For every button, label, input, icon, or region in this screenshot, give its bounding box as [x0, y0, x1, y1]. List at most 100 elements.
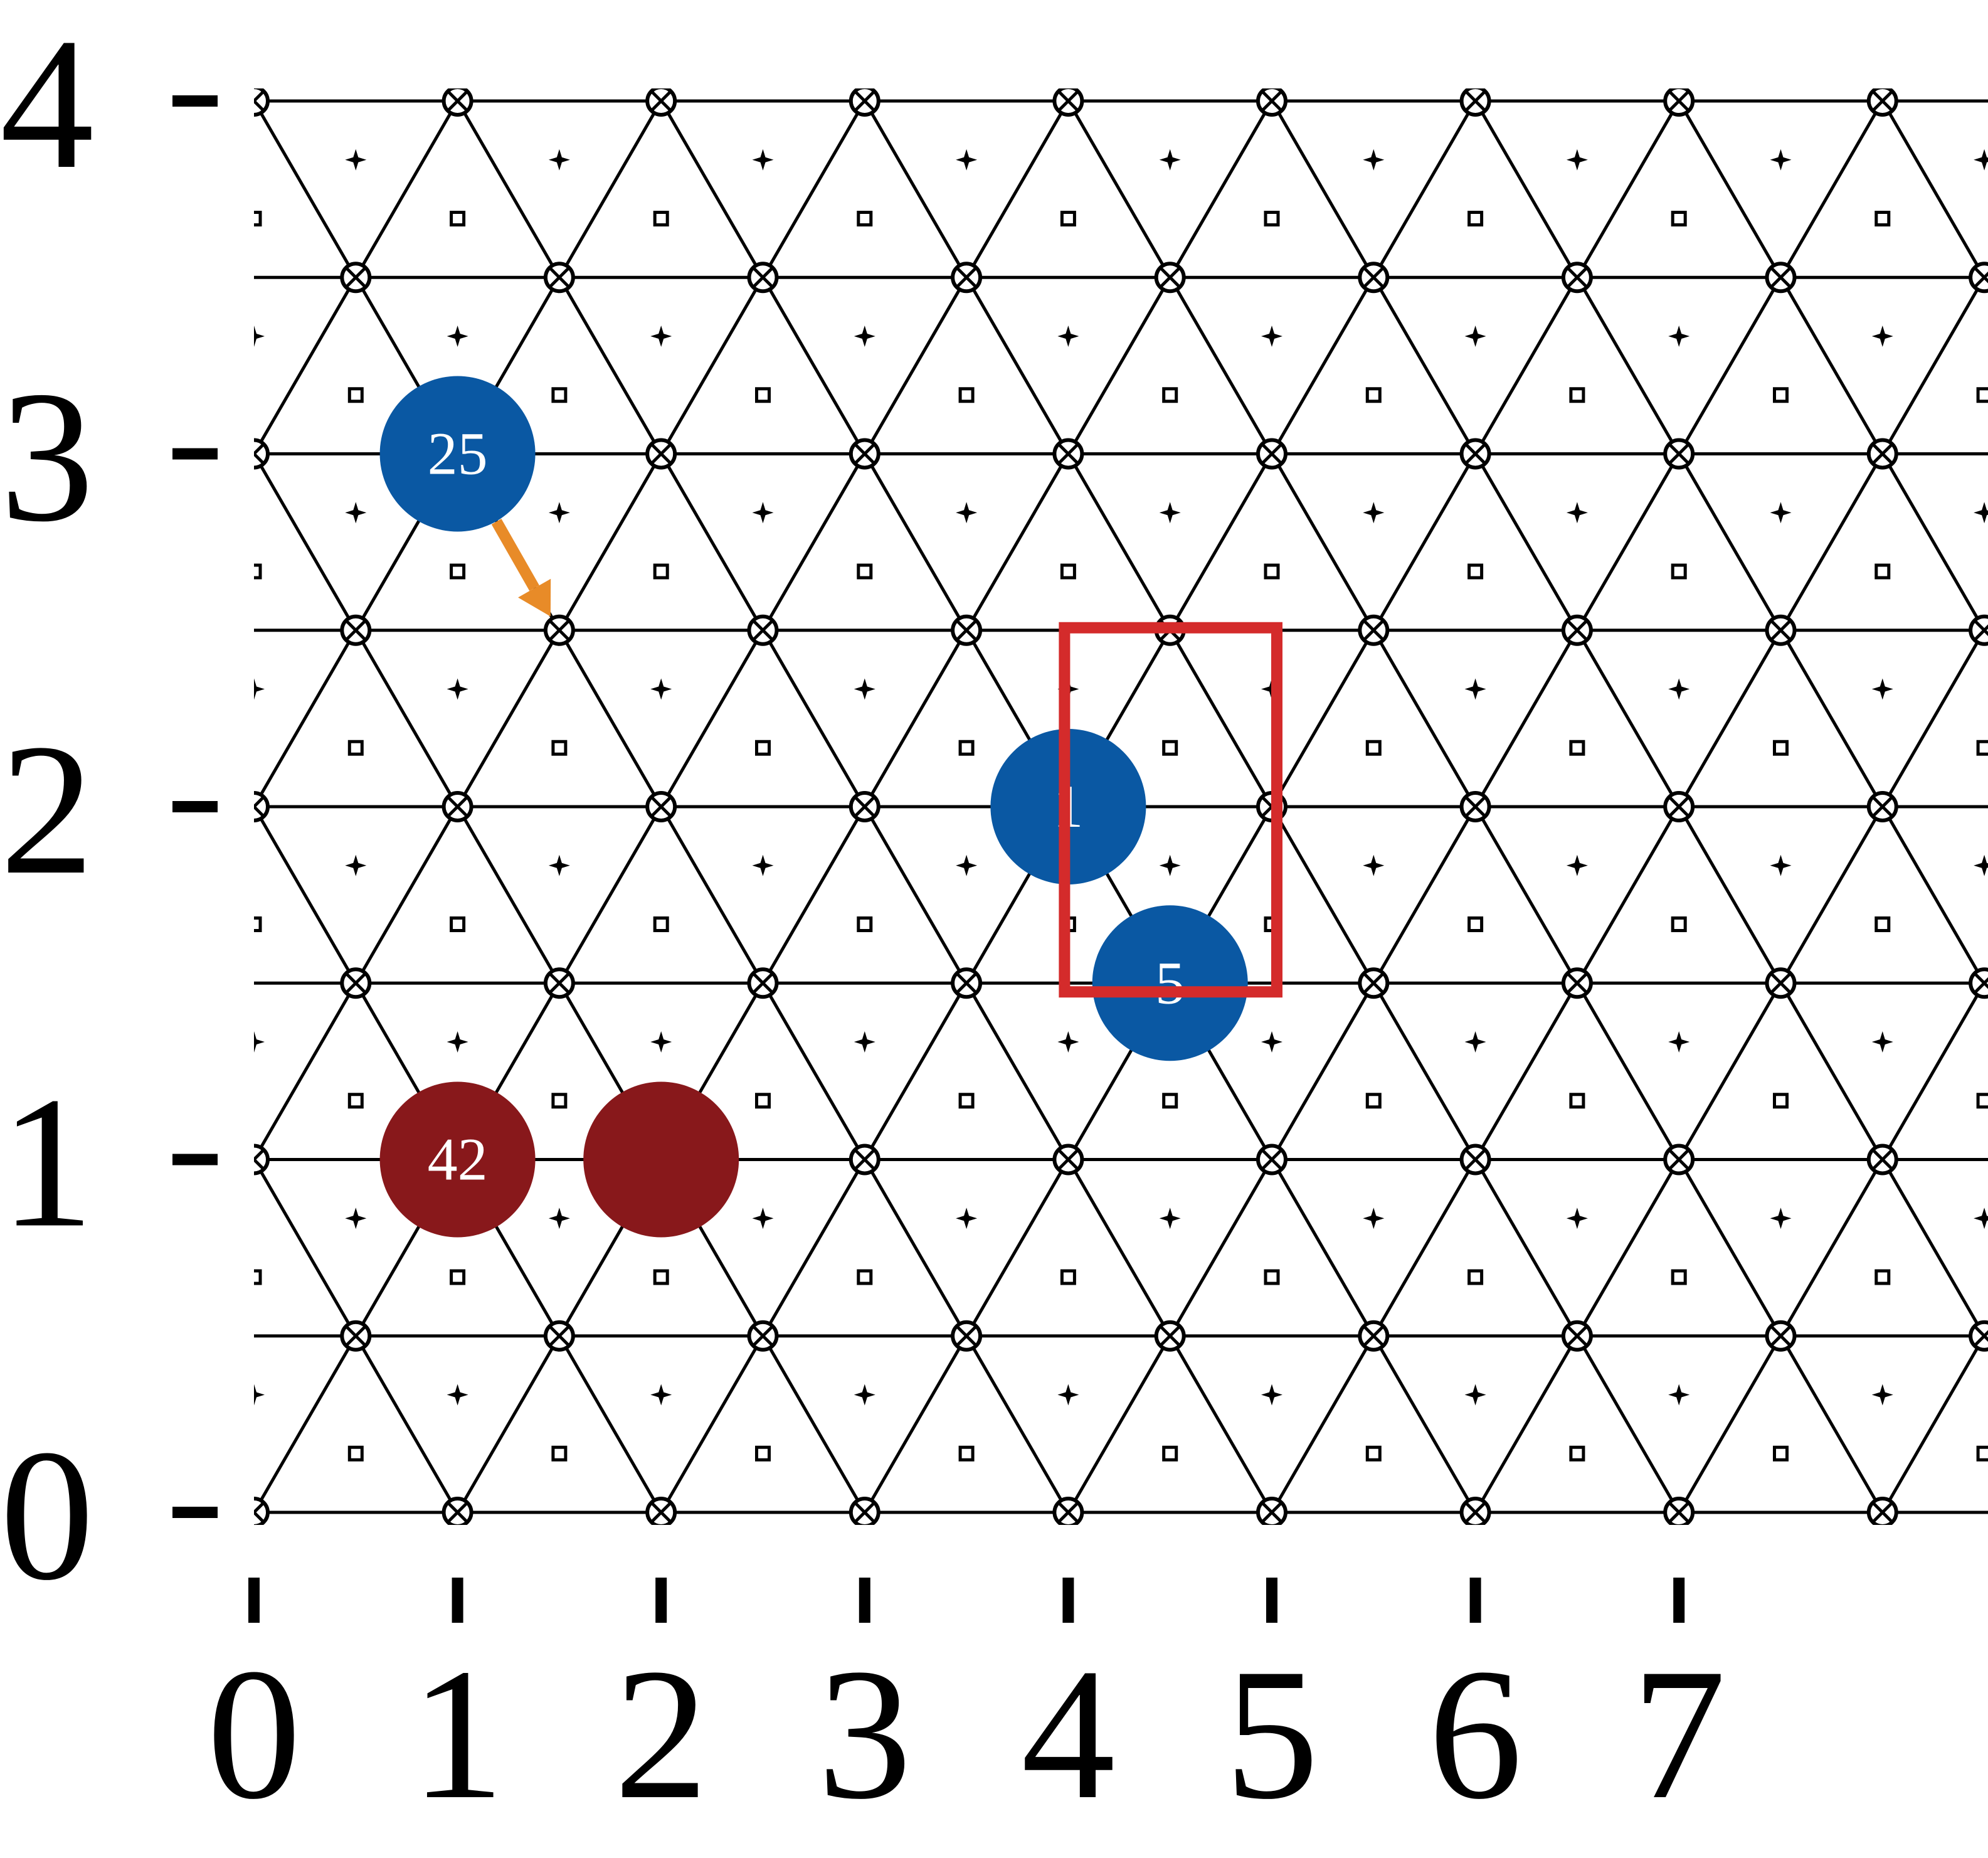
down-triangle-marker [1261, 1384, 1282, 1406]
lattice-vertex-marker [1765, 262, 1797, 294]
lattice-vertex-marker [1866, 438, 1898, 470]
up-triangle-marker [347, 740, 364, 756]
up-triangle-marker [1773, 740, 1789, 756]
down-triangle-marker [345, 1208, 367, 1229]
down-triangle-marker [548, 854, 570, 876]
up-triangle-marker [1467, 563, 1484, 580]
lattice-diagonal-line [254, 100, 459, 457]
down-triangle-marker [752, 149, 774, 171]
lattice-vertex-marker [1052, 1144, 1084, 1176]
lattice-vertex-marker [951, 262, 983, 294]
lattice-vertex-marker [1663, 1144, 1695, 1176]
lattice-vertex-marker [254, 1144, 270, 1176]
lattice-vertex-marker [1459, 1144, 1491, 1176]
lattice-diagonal-line [1678, 974, 1988, 1514]
lattice-vertex-marker [254, 88, 270, 117]
down-triangle-marker [548, 149, 570, 171]
down-triangle-marker [1464, 678, 1486, 700]
lattice-vertex-marker [645, 438, 677, 470]
lattice-vertex-marker [951, 967, 983, 999]
up-triangle-marker [450, 563, 466, 580]
highlight-box [1059, 622, 1283, 998]
up-triangle-marker [1162, 387, 1178, 403]
lattice-vertex-marker [1052, 88, 1084, 117]
lattice-vertex-marker [849, 438, 880, 470]
up-triangle-marker [1060, 1269, 1076, 1285]
up-triangle-marker [1874, 563, 1891, 580]
x-tick-mark [248, 1578, 260, 1623]
down-triangle-marker [1871, 1031, 1893, 1053]
lattice-vertex-marker [1561, 1320, 1593, 1352]
y-tick-label: 1 [0, 1058, 94, 1266]
lattice-vertex-marker [1256, 88, 1287, 117]
down-triangle-marker [345, 854, 367, 876]
lattice-vertex-marker [1459, 791, 1491, 822]
x-tick-mark [859, 1578, 870, 1623]
up-triangle-marker [1365, 387, 1382, 403]
lattice-vertex-marker [1358, 967, 1390, 999]
lattice-vertex-marker [441, 88, 473, 117]
lattice-vertex-marker [543, 614, 575, 646]
x-tick-mark [452, 1578, 463, 1623]
up-triangle-marker [857, 211, 873, 226]
down-triangle-marker [1566, 854, 1588, 876]
down-triangle-marker [752, 854, 774, 876]
down-triangle-marker [956, 1208, 978, 1229]
up-triangle-marker [1773, 387, 1789, 403]
up-triangle-marker [551, 1445, 568, 1462]
x-tick-mark [1062, 1578, 1074, 1623]
lattice-vertex-marker [1969, 967, 1988, 999]
down-triangle-marker [1464, 326, 1486, 347]
lattice-vertex-marker [1765, 614, 1797, 646]
down-triangle-marker [956, 854, 978, 876]
up-triangle-marker [1365, 1093, 1382, 1109]
up-triangle-marker [1569, 1093, 1585, 1109]
lattice-vertex-marker [441, 1497, 473, 1525]
lattice-vertex-marker [1256, 438, 1287, 470]
lattice-vertex-marker [951, 1320, 983, 1352]
up-triangle-marker [958, 1445, 975, 1462]
down-triangle-marker [1770, 1208, 1792, 1229]
particle-p5: 5 [1092, 905, 1248, 1061]
lattice-diagonal-line [1678, 100, 1988, 640]
lattice-vertex-marker [747, 614, 779, 646]
lattice-vertex-marker [1052, 1497, 1084, 1525]
lattice-vertex-marker [1154, 262, 1186, 294]
up-triangle-marker [857, 916, 873, 932]
down-triangle-marker [752, 1208, 774, 1229]
lattice-vertex-marker [340, 262, 372, 294]
down-triangle-marker [254, 1384, 265, 1406]
up-triangle-marker [958, 387, 975, 403]
lattice-vertex-marker [747, 262, 779, 294]
down-triangle-marker [854, 326, 875, 347]
x-tick-mark [1266, 1578, 1277, 1623]
up-triangle-marker [254, 563, 262, 580]
y-tick-mark [172, 1507, 218, 1518]
lattice-vertex-marker [1969, 614, 1988, 646]
down-triangle-marker [1668, 678, 1690, 700]
move-arrow [491, 519, 551, 617]
down-triangle-marker [1159, 502, 1181, 524]
x-tick-label: 5 [1225, 1630, 1319, 1838]
up-triangle-marker [254, 211, 262, 226]
down-triangle-marker [1770, 502, 1792, 524]
lattice-vertex-marker [254, 1497, 270, 1525]
up-triangle-marker [1773, 1093, 1789, 1109]
down-triangle-marker [956, 502, 978, 524]
x-tick-label: 2 [614, 1630, 708, 1838]
up-triangle-marker [755, 387, 771, 403]
up-triangle-marker [1365, 1445, 1382, 1462]
down-triangle-marker [1261, 326, 1282, 347]
down-triangle-marker [854, 1031, 875, 1053]
lattice-vertex-marker [340, 1320, 372, 1352]
down-triangle-marker [548, 1208, 570, 1229]
x-tick-mark [655, 1578, 667, 1623]
particle-disc [583, 1081, 739, 1238]
down-triangle-marker [1057, 1384, 1079, 1406]
lattice-vertex-marker [340, 614, 372, 646]
up-triangle-marker [1874, 1269, 1891, 1285]
lattice-vertex-marker [1663, 88, 1695, 117]
down-triangle-marker [1566, 502, 1588, 524]
